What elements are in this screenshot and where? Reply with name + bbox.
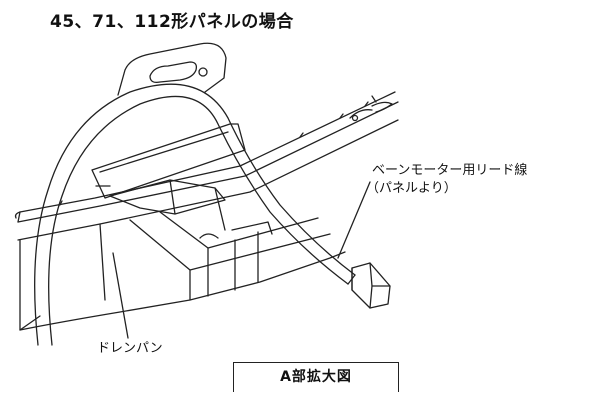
vane-motor-wire-label: ベーンモーター用リード線 xyxy=(372,163,528,178)
panel-rail xyxy=(19,91,396,213)
drain-pan-label: ドレンパン xyxy=(97,341,163,356)
drain-pan xyxy=(19,239,346,331)
page-title: 45、71、112形パネルの場合 xyxy=(50,12,294,32)
section-label-box: A部拡大図 xyxy=(233,362,399,392)
vane-motor-wire xyxy=(34,83,356,346)
vane-motor-wire-sublabel: （パネルより） xyxy=(366,181,457,196)
mounting-bracket xyxy=(117,42,227,96)
drain-opening xyxy=(91,123,246,199)
